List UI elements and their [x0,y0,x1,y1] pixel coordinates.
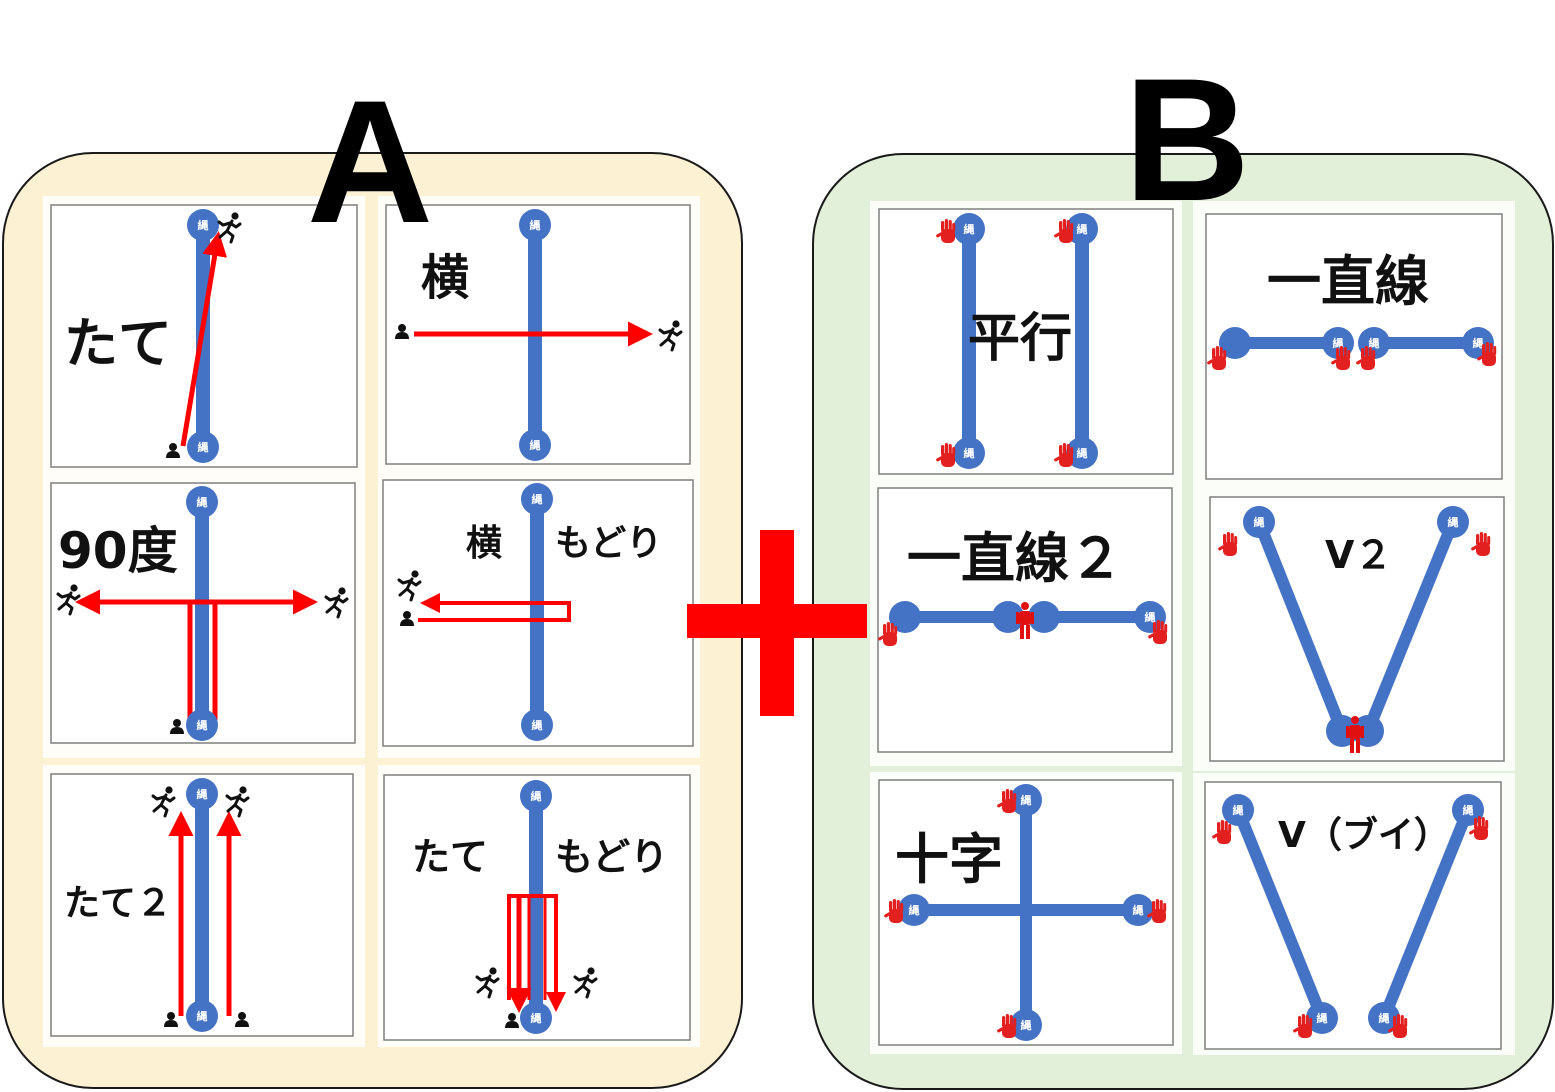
rope-node [521,709,553,741]
rope-node-label: 縄 [1333,336,1344,350]
rope-node-label: 縄 [1463,803,1474,817]
panel-b3-icchokusen2: 縄 一直線２ [870,483,1182,766]
rope-node-label: 縄 [198,218,209,232]
rope-node [187,209,219,241]
rope-node [186,778,218,810]
panel-a3-90do: 縄 縄 90度 [43,478,365,758]
rope-node-label: 縄 [1145,610,1156,624]
panel-b1-heikou: 縄 縄 縄 縄 平行 [870,201,1182,483]
rope-node-label: 縄 [197,495,208,509]
rope-node-label: 縄 [964,446,975,460]
rope-node [1243,506,1275,538]
rope-node [186,1000,218,1032]
rope-node [1066,213,1098,245]
panel-title: たて [64,312,172,375]
rope-node-label: 縄 [530,438,541,452]
panel-title-right: もどり [555,523,662,564]
rope-node-label: 縄 [198,440,209,454]
rope-node-label: 縄 [1133,903,1144,917]
panel-title: 平行 [968,309,1072,369]
rope-node [519,209,551,241]
rope-node [1222,794,1254,826]
panel-title: 90度 [58,522,178,580]
rope-node [186,486,218,518]
rope-node [992,601,1024,633]
rope-node [520,780,552,812]
group-a-label: A [307,65,433,260]
rope-node [898,894,930,926]
panel-title: V２ [1325,533,1392,577]
panel-title-left: 横 [466,523,502,564]
rope-node-label: 縄 [530,218,541,232]
rope-node [889,601,921,633]
rope-node-label: 縄 [1021,1018,1032,1032]
panel-title: V（ブイ） [1278,814,1450,856]
rope-node [953,437,985,469]
rope-node-label: 縄 [1233,803,1244,817]
rope-node-label: 縄 [909,903,920,917]
panel-title: 一直線 [1267,250,1429,313]
panel-b5-juuji: 縄 縄 縄 縄 十字 [870,772,1182,1054]
rope-node-label: 縄 [531,789,542,803]
rope-node [186,709,218,741]
rope-node [1306,1002,1338,1034]
rope-node-label: 縄 [197,1009,208,1023]
rope-node [1066,437,1098,469]
rope-node-label: 縄 [1077,222,1088,236]
rope-node-label: 縄 [532,718,543,732]
rope-node [1368,1002,1400,1034]
panel-b6-v-bui: 縄 縄 縄 縄 V（ブイ） [1193,773,1515,1055]
plus-sign [687,530,867,716]
panel-a1-tate: 縄 縄 たて [43,196,365,478]
rope-node [521,483,553,515]
rope-node [953,213,985,245]
panel-title-right: もどり [555,835,668,879]
rope-node-label: 縄 [964,222,975,236]
rope-node [1437,506,1469,538]
rope-node-label: 縄 [1317,1011,1328,1025]
rope-node-label: 縄 [1254,515,1265,529]
group-b-label: B [1124,43,1250,238]
rope-node-label: 縄 [532,492,543,506]
panel-b2-icchokusen: 縄 縄 縄 一直線 [1193,201,1515,491]
rope-node [1452,794,1484,826]
rope-node-label: 縄 [531,1011,542,1025]
rope-node-label: 縄 [1473,336,1484,350]
rope-node-label: 縄 [197,787,208,801]
rope-node [1122,894,1154,926]
rope-node [1010,1009,1042,1041]
panel-a5-tate2: 縄 縄 たて２ [43,765,365,1047]
rope-node [187,431,219,463]
rope-node [1028,601,1060,633]
rope-node [520,1002,552,1034]
rope-node-label: 縄 [1021,793,1032,807]
rope-node-label: 縄 [1379,1011,1390,1025]
rope-node-label: 縄 [1077,446,1088,460]
panel-a6-tate-modori: 縄 縄 たて もどり [378,765,700,1047]
panel-a2-yoko: 縄 縄 横 [378,196,700,478]
panel-title: 横 [421,250,469,306]
panel-title: 十字 [895,828,1003,891]
panel-title: 一直線２ [907,527,1123,590]
panel-a4-yoko-modori: 縄 縄 横 もどり [378,478,700,758]
rope-node [1219,327,1251,359]
rope-node-label: 縄 [1448,515,1459,529]
rope-node-label: 縄 [1369,336,1380,350]
panel-title-left: たて [412,835,488,879]
rope-node-label: 縄 [197,718,208,732]
panel-b4-v2: 縄 縄 V２ [1193,491,1515,771]
panel-title: たて２ [64,883,172,924]
rope-node [519,429,551,461]
rope-node [1010,784,1042,816]
